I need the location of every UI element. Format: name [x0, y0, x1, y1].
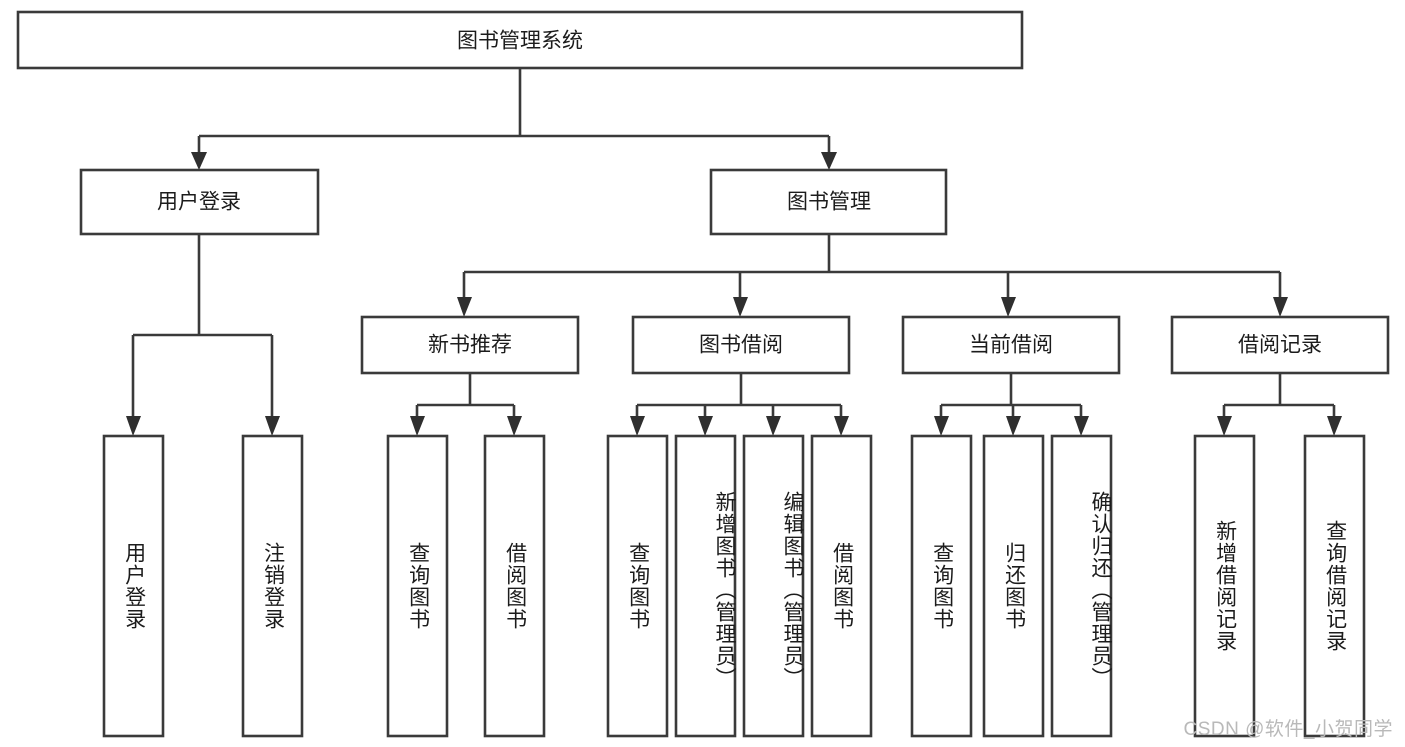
- arrow-head-icon: [457, 297, 472, 317]
- arrow-head-icon: [1273, 297, 1288, 317]
- leaf-box-edit-book-admin[interactable]: [742, 434, 805, 738]
- leaf-box-confirm-return-admin[interactable]: [1050, 434, 1113, 738]
- arrow-head-icon: [821, 152, 837, 170]
- leaf-box-add-book-admin[interactable]: [674, 434, 737, 738]
- leaf-box-logout[interactable]: [241, 434, 304, 738]
- leaf-box-query-book-nbr[interactable]: [386, 434, 449, 738]
- node-box-book-borrow[interactable]: [631, 315, 851, 375]
- arrow-head-icon: [766, 416, 781, 436]
- leaf-box-borrow-book-bb[interactable]: [810, 434, 873, 738]
- arrow-head-icon: [934, 416, 949, 436]
- node-label-new-book-recommend: 新书推荐: [428, 334, 512, 357]
- node-box-root[interactable]: [16, 10, 1024, 70]
- arrow-head-icon: [126, 416, 141, 436]
- node-label-book-management: 图书管理: [787, 191, 871, 214]
- leaf-box-query-borrow-record[interactable]: [1303, 434, 1366, 738]
- arrow-head-icon: [191, 152, 207, 170]
- arrow-head-icon: [1006, 416, 1021, 436]
- node-box-current-borrow[interactable]: [901, 315, 1121, 375]
- arrow-head-icon: [507, 416, 522, 436]
- arrow-head-icon: [1327, 416, 1342, 436]
- arrow-head-icon: [834, 416, 849, 436]
- leaf-box-query-book-cb[interactable]: [910, 434, 973, 738]
- arrow-head-icon: [410, 416, 425, 436]
- node-label-current-borrow: 当前借阅: [969, 334, 1053, 357]
- arrow-head-icon: [1074, 416, 1089, 436]
- node-box-new-book-recommend[interactable]: [360, 315, 580, 375]
- arrow-head-icon: [1217, 416, 1232, 436]
- node-layer: 图书管理系统 用户登录 图书管理 新书推荐 图书借阅 当前借阅 借阅记录: [16, 10, 1390, 738]
- arrow-head-icon: [733, 297, 748, 317]
- node-box-borrow-record[interactable]: [1170, 315, 1390, 375]
- node-label-borrow-record: 借阅记录: [1238, 334, 1322, 357]
- leaf-box-return-book[interactable]: [982, 434, 1045, 738]
- leaf-box-borrow-book-nbr[interactable]: [483, 434, 546, 738]
- watermark-text: CSDN @软件_小贺同学: [1183, 719, 1393, 740]
- leaf-box-query-book-bb[interactable]: [606, 434, 669, 738]
- node-label-root: 图书管理系统: [457, 30, 583, 53]
- leaf-box-add-borrow-record[interactable]: [1193, 434, 1256, 738]
- node-box-book-management[interactable]: [709, 168, 948, 236]
- arrow-head-icon: [630, 416, 645, 436]
- arrow-head-icon: [1001, 297, 1016, 317]
- node-label-book-borrow: 图书借阅: [699, 334, 783, 357]
- leaf-box-user-login[interactable]: [102, 434, 165, 738]
- connector-layer: [126, 68, 1342, 436]
- node-label-user-login: 用户登录: [157, 191, 241, 214]
- node-box-user-login[interactable]: [79, 168, 320, 236]
- arrow-head-icon: [698, 416, 713, 436]
- arrow-head-icon: [265, 416, 280, 436]
